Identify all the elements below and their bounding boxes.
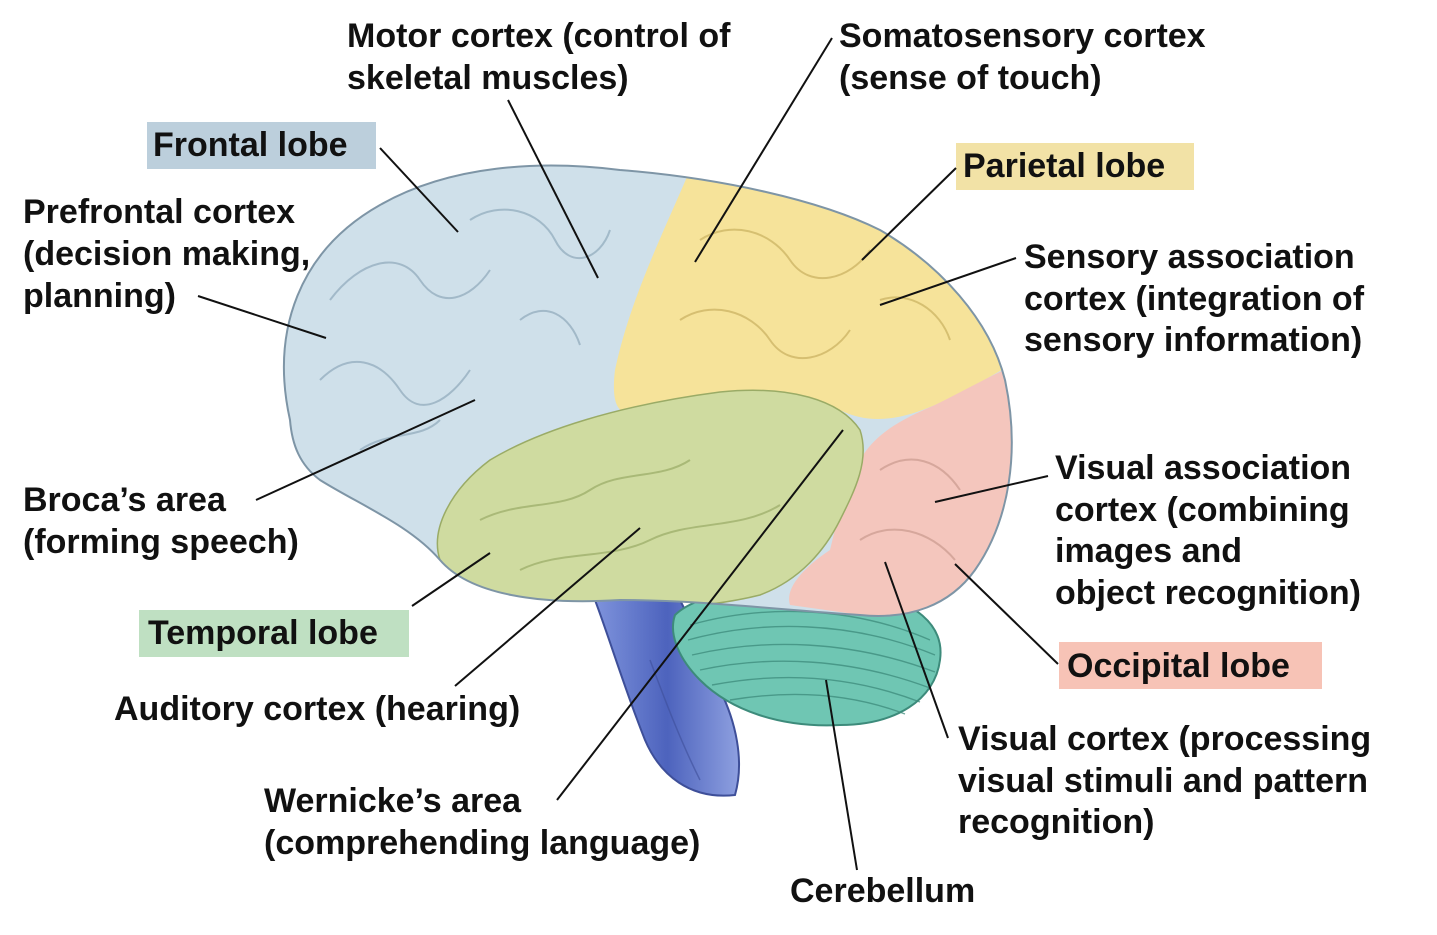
prefrontal-cortex-label: Prefrontal cortex (decision making, plan… <box>23 193 320 315</box>
cerebellum-label: Cerebellum <box>790 872 975 910</box>
visual-cortex-label: Visual cortex (processing visual stimuli… <box>958 720 1381 841</box>
auditory-cortex-label: Auditory cortex (hearing) <box>114 690 520 728</box>
visual-association-cortex-label: Visual association cortex (combining ima… <box>1055 449 1361 612</box>
leader-lines <box>197 37 1059 871</box>
occipital-lobe-label: Occipital lobe <box>1067 647 1290 685</box>
frontal-lobe-label-bg <box>147 122 376 169</box>
temporal-lobe-label: Temporal lobe <box>148 614 378 652</box>
parietal-lobe-label-bg <box>956 143 1194 190</box>
brain-outline <box>283 164 1013 617</box>
parietal-lobe-label: Parietal lobe <box>963 147 1165 185</box>
temporal-lobe-label-bg <box>139 610 409 657</box>
wernickes-area-label: Wernicke’s area (comprehending language) <box>264 782 700 862</box>
somatosensory-cortex-label: Somatosensory cortex (sense of touch) <box>839 17 1215 97</box>
brocas-area-label: Broca’s area (forming speech) <box>23 481 299 561</box>
motor-cortex-label: Motor cortex (control of skeletal muscle… <box>347 17 740 97</box>
sensory-association-cortex-label: Sensory association cortex (integration … <box>1024 238 1373 359</box>
frontal-lobe-label: Frontal lobe <box>153 126 348 164</box>
occipital-lobe-label-bg <box>1059 642 1322 689</box>
